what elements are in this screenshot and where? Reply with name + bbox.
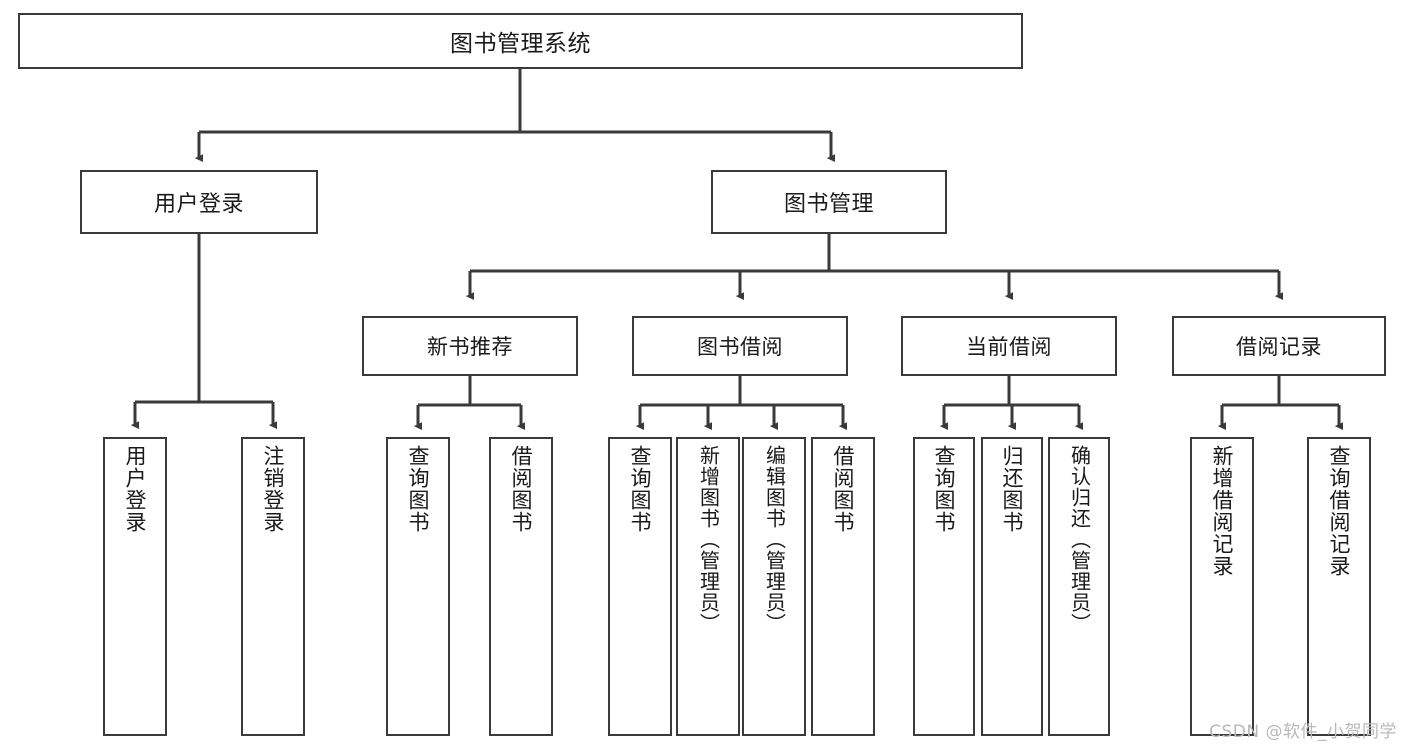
node-label: 新增图书（管理员）: [696, 445, 721, 634]
node-label: 归还图书: [1000, 445, 1025, 533]
leaf-return-book[interactable]: 归还图书: [981, 437, 1043, 736]
node-label: 图书管理: [783, 192, 874, 217]
leaf-confirm-return[interactable]: 确认归还（管理员）: [1048, 437, 1110, 736]
node-label: 借阅图书: [831, 445, 856, 533]
node-current-borrow[interactable]: 当前借阅: [901, 316, 1117, 376]
node-label: 新书推荐: [427, 335, 513, 359]
leaf-borrow-book-recommend[interactable]: 借阅图书: [489, 437, 553, 736]
node-label: 编辑图书（管理员）: [762, 445, 787, 634]
node-label: 用户登录: [123, 445, 148, 533]
node-label: 查询图书: [628, 445, 653, 533]
node-label: 确认归还（管理员）: [1067, 445, 1092, 634]
leaf-user-login[interactable]: 用户登录: [103, 437, 167, 736]
node-borrow-record[interactable]: 借阅记录: [1172, 316, 1386, 376]
leaf-query-borrow-record[interactable]: 查询借阅记录: [1307, 437, 1371, 736]
node-label: 查询图书: [406, 445, 431, 533]
node-new-book-recommend[interactable]: 新书推荐: [362, 316, 578, 376]
leaf-query-book-borrow[interactable]: 查询图书: [608, 437, 672, 736]
node-label: 注销登录: [261, 445, 286, 533]
leaf-query-book-current[interactable]: 查询图书: [913, 437, 975, 736]
node-label: 图书管理系统: [450, 31, 591, 57]
node-label: 查询借阅记录: [1327, 445, 1352, 577]
leaf-edit-book[interactable]: 编辑图书（管理员）: [742, 437, 806, 736]
node-book-borrow[interactable]: 图书借阅: [632, 316, 848, 376]
watermark-credit: CSDN @软件_小贺同学: [1209, 722, 1397, 742]
leaf-borrow-book-borrow[interactable]: 借阅图书: [811, 437, 875, 736]
node-label: 当前借阅: [966, 335, 1052, 359]
node-label: 新增借阅记录: [1210, 445, 1235, 577]
leaf-query-book-recommend[interactable]: 查询图书: [386, 437, 450, 736]
node-label: 查询图书: [932, 445, 957, 533]
node-label: 借阅图书: [509, 445, 534, 533]
node-label: 图书借阅: [697, 335, 783, 359]
leaf-add-borrow-record[interactable]: 新增借阅记录: [1190, 437, 1254, 736]
node-label: 用户登录: [153, 192, 244, 217]
node-book-manage[interactable]: 图书管理: [711, 170, 947, 234]
node-user-login[interactable]: 用户登录: [80, 170, 318, 234]
node-root-system[interactable]: 图书管理系统: [18, 13, 1023, 69]
node-label: 借阅记录: [1236, 335, 1322, 359]
leaf-add-book[interactable]: 新增图书（管理员）: [676, 437, 740, 736]
leaf-logout-login[interactable]: 注销登录: [241, 437, 305, 736]
